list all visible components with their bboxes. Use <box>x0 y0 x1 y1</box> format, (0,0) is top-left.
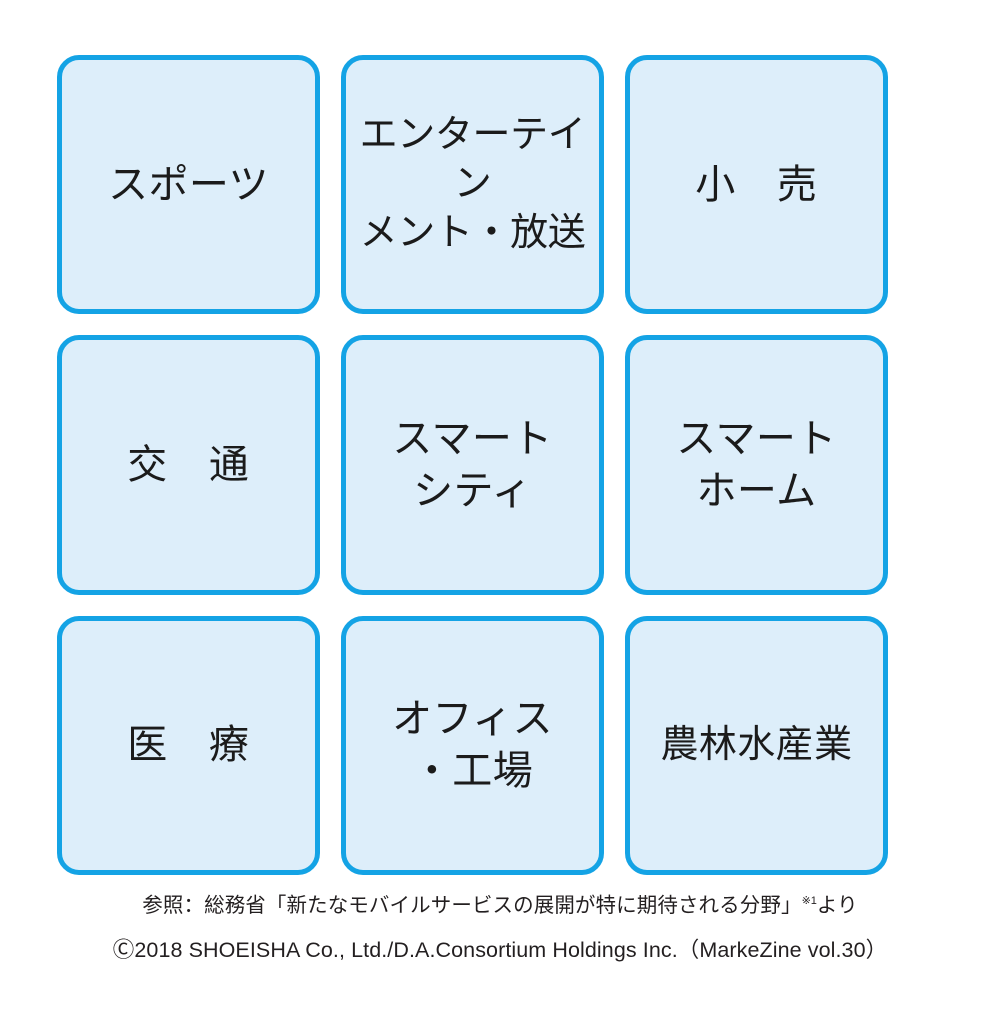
fields-grid: スポーツ エンターテイン メント・放送 小 売 交 通 スマート シティ スマー… <box>57 55 888 875</box>
grid-cell-label: 小 売 <box>695 162 818 207</box>
grid-cell-office-factory[interactable]: オフィス ・工場 <box>341 615 604 875</box>
grid-cell-medical[interactable]: 医 療 <box>57 615 320 875</box>
source-caption-text: 参照：総務省「新たなモバイルサービスの展開が特に期待される分野」 <box>142 894 802 917</box>
grid-cell-label: 農林水産業 <box>660 723 853 766</box>
grid-cell-retail[interactable]: 小 売 <box>625 55 888 315</box>
grid-cell-label: オフィス ・工場 <box>392 697 553 794</box>
grid-cell-agriculture[interactable]: 農林水産業 <box>625 615 888 875</box>
footnote-reference-mark: ※1 <box>801 895 817 908</box>
grid-cell-smart-city[interactable]: スマート シティ <box>341 335 604 595</box>
grid-cell-label: スポーツ <box>108 162 269 207</box>
source-caption-suffix: より <box>816 894 858 917</box>
grid-cell-entertainment[interactable]: エンターテイン メント・放送 <box>341 55 604 315</box>
caption-block: 参照：総務省「新たなモバイルサービスの展開が特に期待される分野」※1より Ⓒ20… <box>0 894 1000 962</box>
source-caption: 参照：総務省「新たなモバイルサービスの展開が特に期待される分野」※1より <box>0 894 1000 917</box>
grid-cell-transport[interactable]: 交 通 <box>57 335 320 595</box>
grid-cell-label: エンターテイン メント・放送 <box>359 113 586 255</box>
grid-cell-label: 交 通 <box>127 442 250 487</box>
grid-cell-label: 医 療 <box>127 723 250 768</box>
grid-cell-smart-home[interactable]: スマート ホーム <box>625 335 888 595</box>
grid-cell-label: スマート ホーム <box>676 416 837 513</box>
copyright-caption: Ⓒ2018 SHOEISHA Co., Ltd./D.A.Consortium … <box>112 937 888 962</box>
grid-cell-label: スマート シティ <box>392 416 553 513</box>
grid-cell-sports[interactable]: スポーツ <box>57 55 320 315</box>
